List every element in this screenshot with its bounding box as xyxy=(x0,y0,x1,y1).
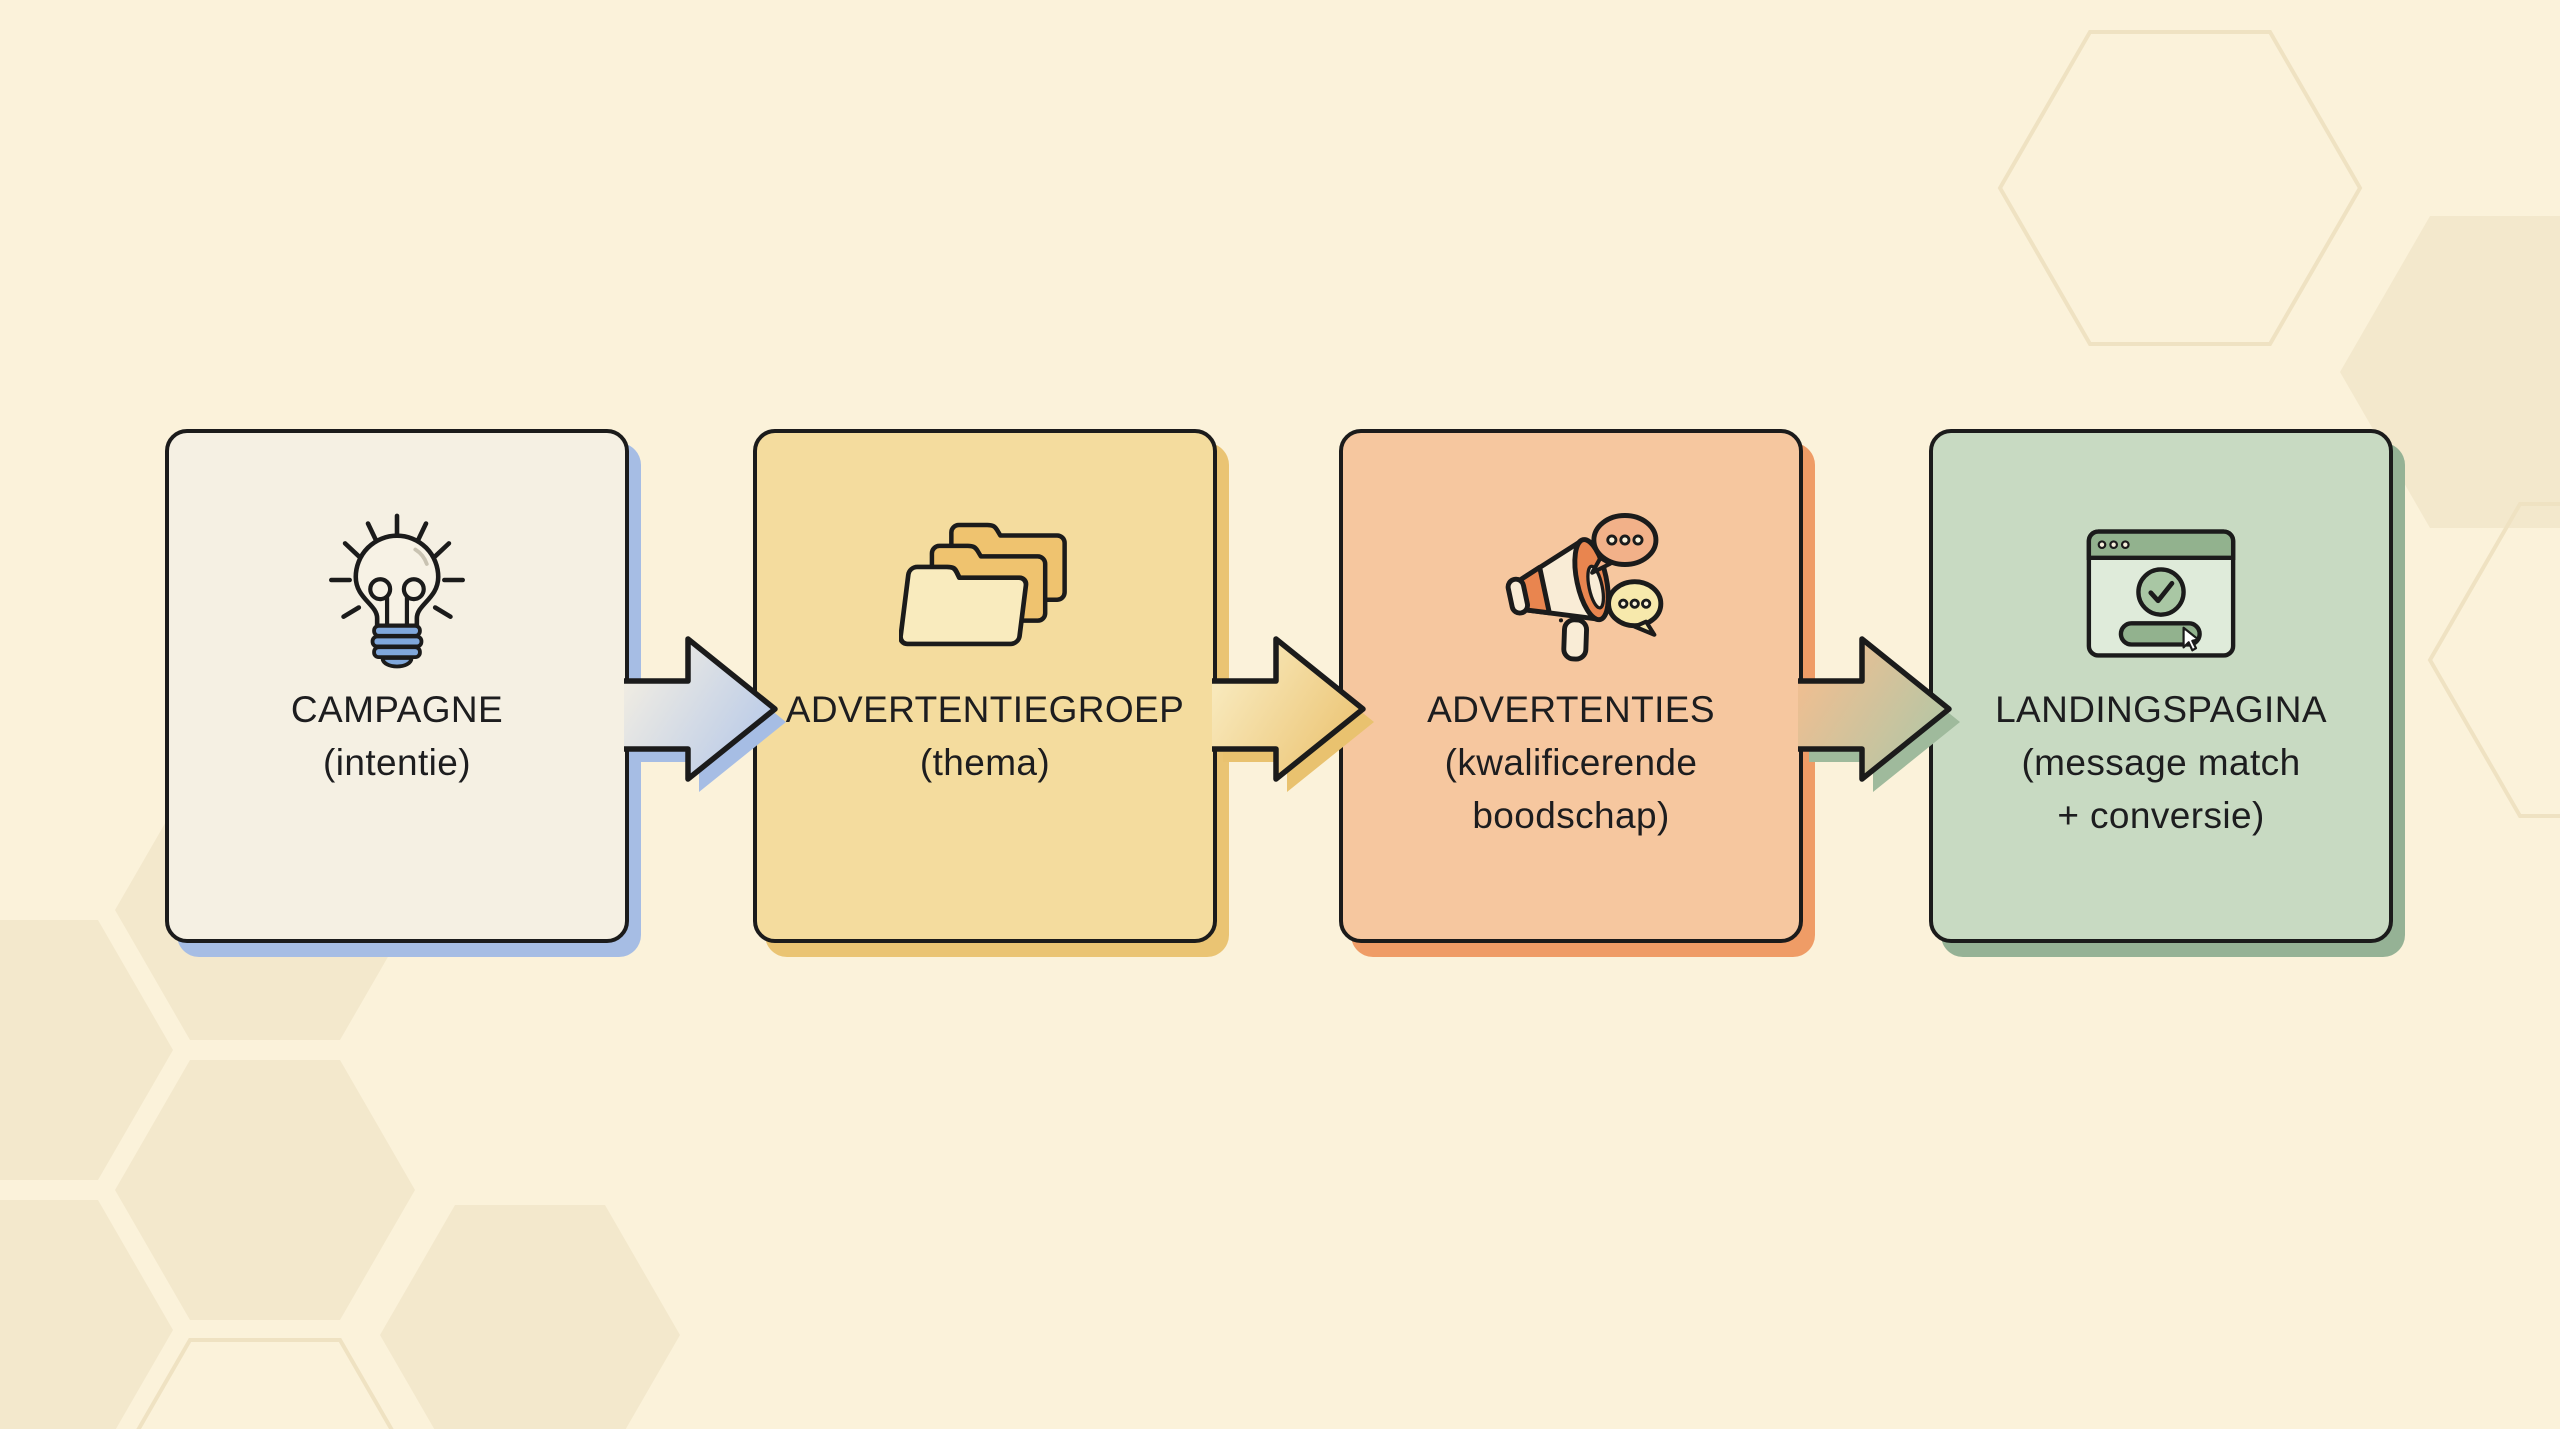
hexagon-decoration xyxy=(0,920,173,1180)
hexagon-outline-group xyxy=(136,30,2560,1429)
browser-check-icon xyxy=(2086,529,2236,658)
step-title: CAMPAGNE xyxy=(290,689,504,730)
step-subtitle: (intentie) xyxy=(323,742,471,783)
lightbulb-icon xyxy=(329,513,465,669)
cta-button-shape xyxy=(2118,621,2202,647)
step-title: LANDINGSPAGINA xyxy=(1995,689,2327,730)
step-label: ADVERTENTIEGROEP (thema) xyxy=(757,683,1213,789)
step-card-advertenties: ADVERTENTIES (kwalificerende boodschap) xyxy=(1339,429,1803,943)
hexagon-outline-decoration xyxy=(2427,502,2560,818)
browser-window-dots xyxy=(2097,540,2130,550)
flow-arrow-3 xyxy=(1798,636,1960,792)
step-label: ADVERTENTIES (kwalificerende boodschap) xyxy=(1343,683,1799,842)
step-title: ADVERTENTIES xyxy=(1427,689,1715,730)
hexagon-outline-decoration xyxy=(1997,30,2363,346)
flow-arrow-2 xyxy=(1212,636,1374,792)
step-card-campagne: CAMPAGNE (intentie) xyxy=(165,429,629,943)
hexagon-decoration xyxy=(115,1060,415,1320)
step-subtitle: (thema) xyxy=(919,742,1051,783)
folders-icon xyxy=(899,522,1067,647)
megaphone-icon xyxy=(1505,513,1664,662)
hexagon-decoration xyxy=(380,1205,680,1429)
checkmark-circle-icon xyxy=(2136,567,2186,617)
step-label: LANDINGSPAGINA (message match + conversi… xyxy=(1933,683,2389,842)
speech-bubbles xyxy=(1590,513,1664,637)
step-label: CAMPAGNE (intentie) xyxy=(169,683,625,789)
step-card-advertentiegroep: ADVERTENTIEGROEP (thema) xyxy=(753,429,1217,943)
hexagon-decoration xyxy=(2340,216,2560,528)
hexagon-decoration xyxy=(0,1200,173,1429)
step-card-landingspagina: LANDINGSPAGINA (message match + conversi… xyxy=(1929,429,2393,943)
step-subtitle: (message match + conversie) xyxy=(2021,742,2301,836)
flow-arrow-1 xyxy=(624,636,786,792)
step-title: ADVERTENTIEGROEP xyxy=(785,689,1185,730)
hexagon-outline-decoration xyxy=(136,1338,394,1429)
cursor-icon xyxy=(2182,626,2200,652)
hexagon-filled-group xyxy=(0,216,2560,1429)
step-subtitle: (kwalificerende boodschap) xyxy=(1444,742,1698,836)
